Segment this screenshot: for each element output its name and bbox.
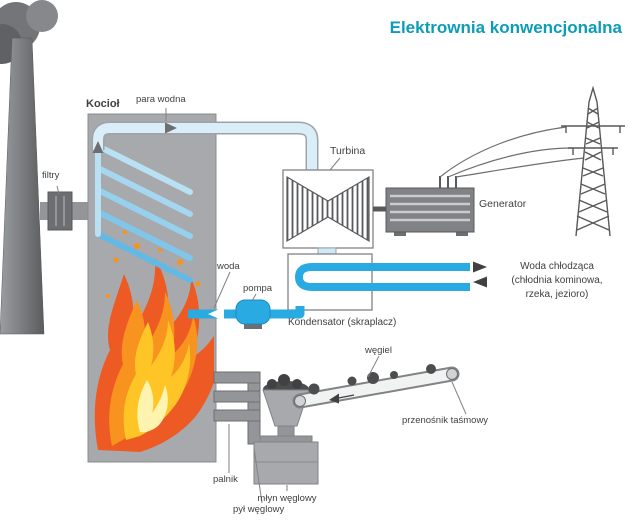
transmission-pylon	[561, 85, 625, 237]
coal-mill-body	[253, 435, 319, 485]
cooling-water-label: Woda chłodząca (chłodnia kominowa, rzeka…	[486, 260, 628, 302]
cooling-water-pipe	[294, 263, 470, 291]
cooling-out-arrow	[473, 261, 487, 273]
turbine-blades	[286, 175, 370, 243]
conveyor-label: przenośnik taśmowy	[402, 415, 489, 426]
chimney	[0, 37, 45, 335]
condensate-pipe	[188, 306, 305, 319]
burner-pipes	[213, 371, 261, 422]
water-flow-arrow-left	[208, 307, 224, 321]
generator-label: Generator	[479, 198, 527, 210]
steam-flow-arrow-right	[165, 122, 177, 134]
cooling-in-arrow	[473, 276, 487, 288]
turbine-condenser-duct	[317, 247, 337, 255]
conveyor-direction-arrow	[329, 393, 355, 404]
coal-lumps	[308, 364, 436, 395]
flame	[94, 230, 214, 452]
boiler-label: Kocioł	[86, 98, 120, 110]
cooling-water-line1: Woda chłodząca	[520, 261, 594, 272]
pump-body	[235, 299, 271, 329]
steam-pipe	[91, 121, 319, 174]
conveyor-belt	[292, 366, 460, 409]
steam-label: para wodna	[136, 94, 186, 105]
condenser-label: Kondensator (skraplacz)	[288, 317, 397, 328]
flame-core	[137, 380, 168, 433]
page-title: Elektrownia konwencjonalna	[389, 18, 622, 37]
coal-label: węgiel	[365, 345, 392, 356]
smoke-cloud	[0, 0, 58, 64]
steam-flow-arrow-up	[92, 141, 104, 153]
coal-dust-label: pył węglowy	[233, 504, 285, 515]
coal-mill-label: młyn węglowy	[257, 493, 317, 504]
water-label: woda	[217, 261, 240, 272]
turbine-label: Turbina	[330, 145, 366, 157]
leader-lines	[56, 108, 467, 504]
burner-label: palnik	[213, 474, 238, 485]
cooling-water-line2: (chłodnia kominowa,	[511, 275, 603, 286]
pump-label: pompa	[243, 283, 273, 294]
power-lines	[439, 126, 585, 178]
filters-label: filtry	[42, 170, 60, 181]
heat-exchanger-tubes	[95, 143, 193, 283]
generator-body	[385, 176, 475, 236]
filter-box	[47, 191, 73, 231]
cooling-water-line3: rzeka, jezioro)	[525, 289, 589, 300]
